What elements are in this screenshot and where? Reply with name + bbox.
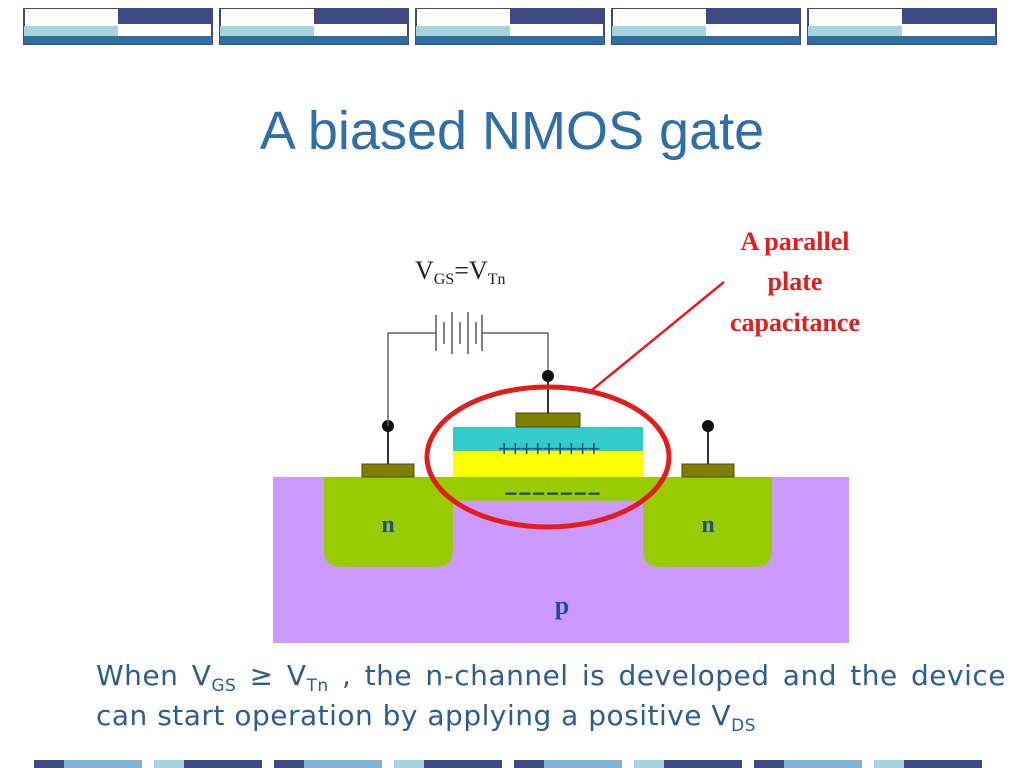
slide-title: A biased NMOS gate <box>259 101 765 161</box>
n-region-left <box>324 477 453 567</box>
bias-wire-right <box>482 332 549 370</box>
n-region-right-label: n <box>701 512 714 538</box>
capacitance-highlight-ellipse <box>424 384 672 530</box>
footer-decorative-band <box>34 760 982 768</box>
caption-gs-subscript: GS <box>211 676 237 696</box>
header-band-segment-1 <box>23 8 213 45</box>
header-band-segment-3 <box>415 8 605 45</box>
annotation-line-3: capacitance <box>730 308 860 337</box>
header-decorative-band <box>23 8 997 45</box>
gate-terminal-dot <box>542 370 554 382</box>
header-band-segment-2 <box>219 8 409 45</box>
negative-charge-row: −−−−−−− <box>505 481 602 506</box>
positive-charge-row: +++++++++ <box>498 438 600 463</box>
bias-voltage-label: VGS=VTn <box>415 256 505 288</box>
bias-wire-left <box>387 332 436 426</box>
annotation-pointer-line <box>591 281 725 391</box>
caption-ds-subscript: DS <box>731 716 756 736</box>
caption-tn-subscript: Tn <box>306 676 329 696</box>
header-band-segment-5 <box>807 8 997 45</box>
caption-body: , the n-channel is developed and the dev… <box>96 659 1006 732</box>
n-region-right <box>643 477 772 567</box>
annotation-line-1: A parallel <box>740 227 849 256</box>
gate-oxide-layer <box>453 427 643 451</box>
n-region-left-label: n <box>381 512 394 538</box>
gate-contact <box>515 412 581 428</box>
p-substrate-label: p <box>555 591 569 620</box>
battery-icon <box>435 312 483 354</box>
caption-when: When V <box>96 659 212 692</box>
n-channel <box>453 477 643 501</box>
drain-terminal-dot <box>702 420 714 432</box>
caption-geq: ≥ V <box>236 659 307 692</box>
header-band-segment-4 <box>611 8 801 45</box>
slide-caption: When VGS ≥ VTn , the n-channel is develo… <box>96 656 1006 736</box>
source-contact <box>361 463 415 478</box>
annotation-line-2: plate <box>768 267 823 296</box>
drain-contact <box>681 463 735 478</box>
gate-yellow-layer <box>453 451 643 477</box>
